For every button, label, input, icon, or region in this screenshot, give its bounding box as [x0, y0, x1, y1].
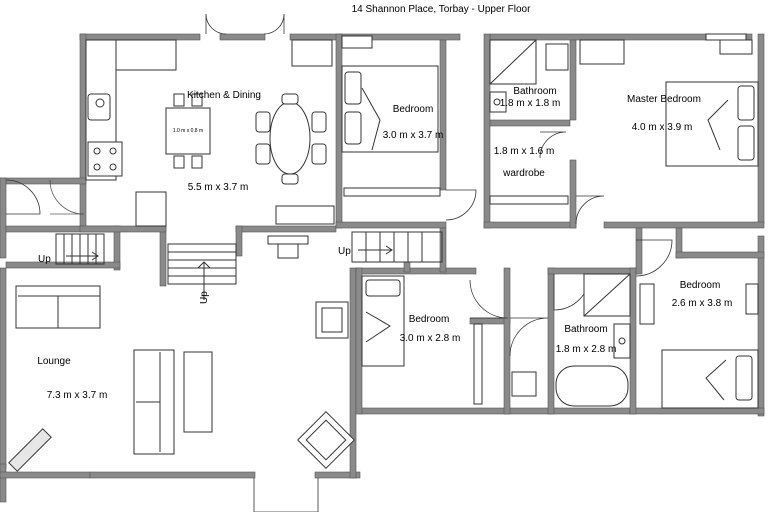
room-size-lounge: 7.3 m x 3.7 m [47, 390, 108, 401]
room-name-wardrobe: wardrobe [502, 168, 545, 179]
room-name-bedroom3: Bedroom [680, 280, 721, 291]
coffee-table [183, 351, 213, 433]
bathroom2-fixtures [511, 273, 631, 407]
room-size-bedroom2: 3.0 m x 2.8 m [400, 333, 461, 344]
room-name-lounge: Lounge [37, 356, 71, 367]
wardrobe-area [489, 195, 569, 205]
bathroom1-fixtures [489, 39, 569, 113]
small-dining-table [165, 107, 211, 155]
bathtub [555, 365, 629, 407]
stairs-hall: Up [338, 231, 443, 263]
room-size-bathroom2: 1.8 m x 2.8 m [556, 344, 617, 355]
room-name-bedroom1: Bedroom [393, 104, 434, 115]
room-size-bathroom1: 1.8 m x 1.8 m [500, 98, 561, 109]
table-dimension-label: 1.0 m x 0.8 m [173, 128, 203, 134]
plan-title: 14 Shannon Place, Torbay - Upper Floor [352, 4, 531, 15]
master-bedroom-furniture [579, 33, 759, 167]
room-name-bathroom1: Bathroom [513, 86, 556, 97]
room-size-kitchen: 5.5 m x 3.7 m [188, 182, 249, 193]
room-name-bathroom2: Bathroom [564, 324, 607, 335]
stair-up-label-hall: Up [338, 246, 351, 257]
room-name-bedroom2: Bedroom [409, 314, 450, 325]
doors [5, 13, 673, 512]
stairs-middle: Up [167, 243, 237, 304]
room-labels: Kitchen & Dining 5.5 m x 3.7 m Bedroom 3… [37, 86, 732, 401]
room-size-master: 4.0 m x 3.9 m [632, 122, 693, 133]
room-size-bedroom3: 2.6 m x 3.8 m [672, 298, 733, 309]
bedroom2-furniture [361, 275, 483, 405]
toilet [511, 371, 537, 397]
walls [0, 33, 765, 503]
room-size-bedroom1: 3.0 m x 3.7 m [383, 130, 444, 141]
bedroom3-furniture [639, 283, 759, 409]
dining-table [269, 101, 311, 175]
room-name-master: Master Bedroom [627, 94, 701, 105]
lounge-furniture [8, 285, 355, 472]
stair-up-label-middle: Up [199, 291, 210, 304]
room-size-wardrobe: 1.8 m x 1.6 m [494, 146, 555, 157]
toilet [545, 43, 569, 71]
kitchen-furniture: 1.0 m x 0.8 m [85, 39, 335, 259]
room-name-kitchen: Kitchen & Dining [187, 90, 261, 101]
stair-up-label-left: Up [38, 254, 51, 265]
stairs-left: Up [38, 233, 105, 265]
bedroom1-furniture [341, 35, 441, 197]
